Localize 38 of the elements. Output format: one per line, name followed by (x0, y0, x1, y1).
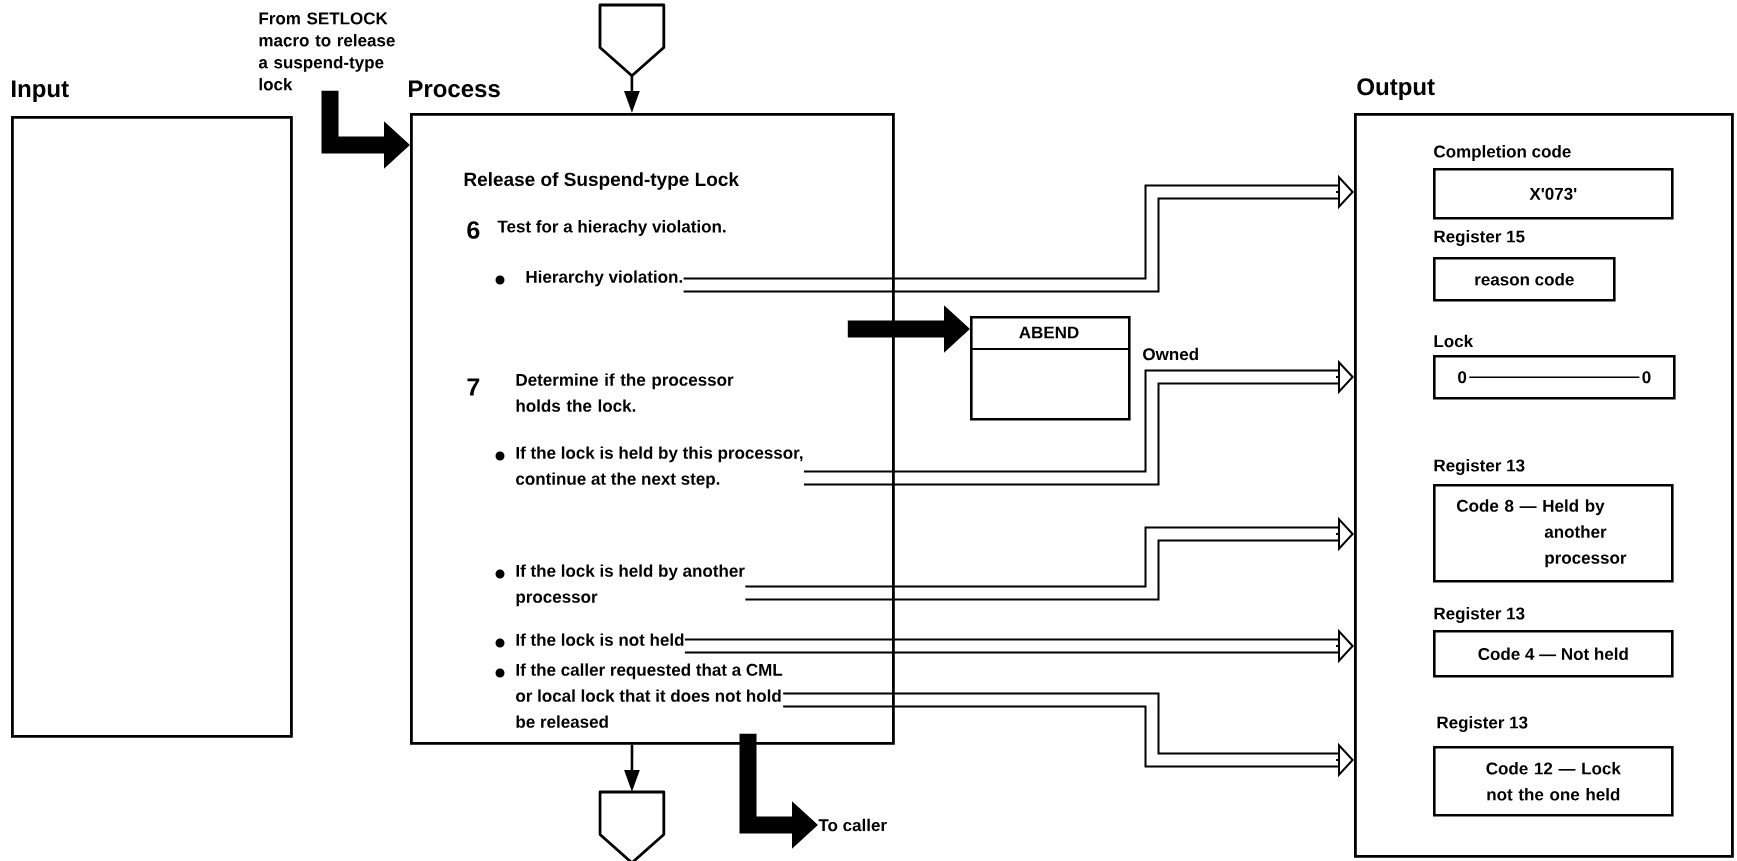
value-box: Code 4 — Not held (1433, 630, 1674, 678)
arrow (744, 516, 1354, 601)
arrow (682, 174, 1354, 293)
process-title: Release of Suspend-type Lock (464, 172, 739, 190)
field-heading: Lock (1434, 334, 1474, 348)
arrow (802, 359, 1354, 486)
step-number: 7 (467, 378, 480, 396)
section-heading: Output (1357, 78, 1435, 100)
node-label: Hierarchy violation. (526, 270, 682, 287)
section-heading: Input (12, 80, 69, 102)
node-label: 0 (1458, 371, 1467, 384)
bullet-item: If the lock is held by this processor, continue at the next step. (495, 446, 803, 489)
field-heading: Register 13 (1437, 716, 1528, 732)
connector-symbol (598, 790, 666, 861)
bullet-item: Hierarchy violation. (495, 270, 682, 287)
connector-symbol (598, 3, 666, 78)
abend-box: ABEND (970, 316, 1131, 421)
value-box: Code 8 — Held by another processor (1433, 484, 1674, 583)
step-text: Test for a hierachy violation. (497, 220, 726, 236)
value-box: Code 12 — Lock not the one held (1433, 746, 1674, 817)
edge-label: Owned (1140, 345, 1202, 363)
field-heading: Register 13 (1434, 607, 1525, 623)
value-box: 0 0 (1433, 355, 1676, 400)
bullet-item: If the lock is not held (495, 633, 684, 648)
step-number: 6 (467, 221, 480, 239)
node-label: 0 (1642, 371, 1651, 384)
field-heading: Completion code (1434, 145, 1571, 161)
note-text: From SETLOCK macro to release a suspend-type lock (258, 12, 395, 91)
bullet-item: If the lock is held by another processor (495, 564, 745, 607)
field-heading: Register 15 (1434, 230, 1525, 246)
value-box: reason code (1433, 257, 1616, 302)
note-text: To caller (818, 818, 887, 832)
step-text: Determine if the processor holds the lock. (516, 373, 734, 412)
value-box: X'073' (1433, 168, 1674, 220)
section-heading: Process (409, 80, 500, 98)
node-label: If the lock is not held (516, 633, 684, 646)
field-heading: Register 13 (1434, 459, 1525, 475)
bullet-item: If the caller requested that a CML or local lock that it does not hold be released (495, 663, 783, 728)
